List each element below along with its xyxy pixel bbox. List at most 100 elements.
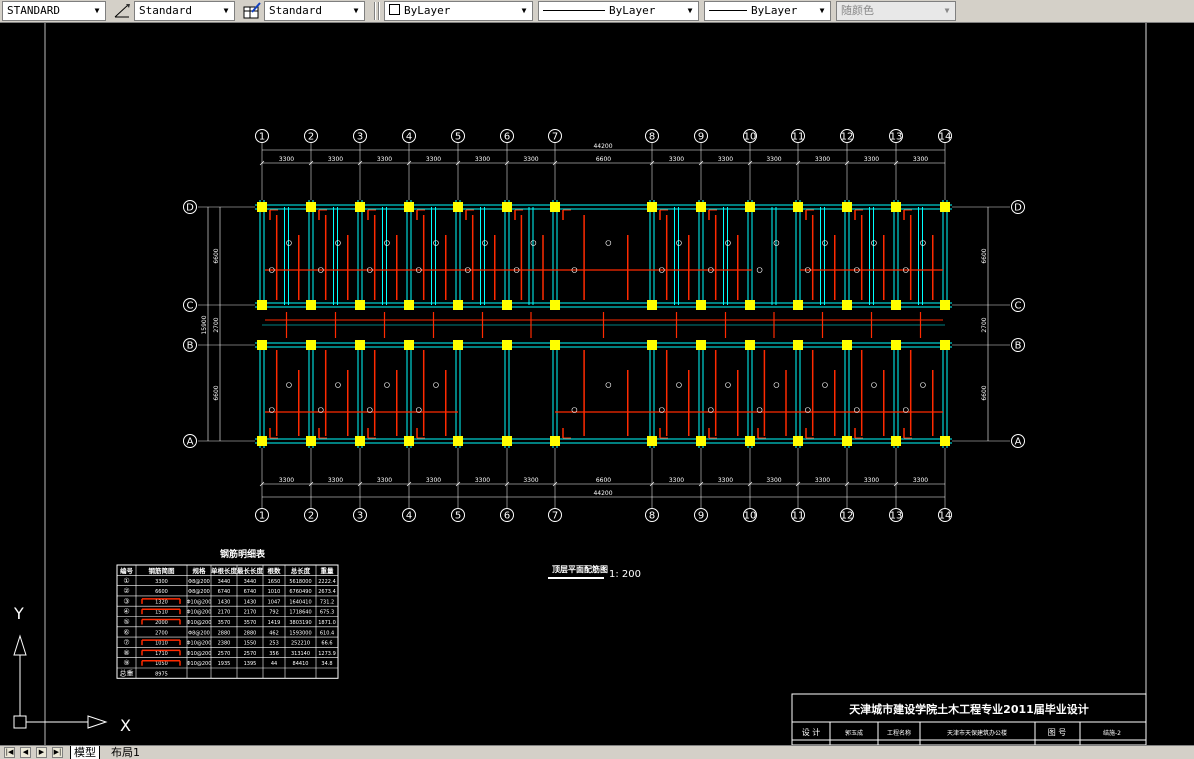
span-dim-top: 6600 bbox=[596, 156, 611, 163]
table-cell: 2570 bbox=[244, 651, 257, 657]
axis-left-label: A bbox=[187, 437, 194, 448]
table-cell: Φ10@200 bbox=[187, 620, 212, 626]
dim-tick bbox=[844, 481, 850, 487]
axis-top-label: 4 bbox=[406, 132, 412, 143]
column bbox=[793, 300, 803, 310]
first-tab-button[interactable]: |◀ bbox=[4, 747, 15, 758]
table-style-icon[interactable] bbox=[242, 2, 262, 20]
toolbar-separator bbox=[378, 2, 380, 20]
axis-right-bubble bbox=[1011, 200, 1025, 214]
last-tab-button[interactable]: ▶| bbox=[52, 747, 63, 758]
dimension-style-icon[interactable] bbox=[112, 2, 132, 20]
rebar-marker bbox=[676, 382, 682, 388]
column bbox=[257, 202, 267, 212]
axis-left-bubble bbox=[183, 338, 197, 352]
properties-toolbar: STANDARD ▼ Standard ▼ Standard ▼ ByLayer… bbox=[0, 0, 1194, 23]
rebar-marker bbox=[871, 382, 877, 388]
prev-tab-button[interactable]: ◀ bbox=[20, 747, 31, 758]
plot-style-value: 随颜色 bbox=[841, 4, 874, 17]
axis-bottom-label: 7 bbox=[552, 511, 558, 522]
lineweight-control-dropdown[interactable]: ByLayer ▼ bbox=[704, 1, 831, 21]
text-style-dropdown[interactable]: STANDARD ▼ bbox=[2, 1, 106, 21]
vertical-scroll-area[interactable] bbox=[1170, 23, 1194, 745]
axis-top-label: 11 bbox=[792, 132, 805, 143]
table-cell: 2170 bbox=[218, 610, 231, 616]
axis-top-bubble bbox=[938, 129, 952, 143]
drawing-number-label: 图 号 bbox=[1048, 728, 1067, 737]
tab-layout1[interactable]: 布局1 bbox=[111, 746, 140, 759]
axis-bottom-bubble bbox=[743, 508, 757, 522]
table-cell: 1010 bbox=[268, 589, 281, 595]
table-cell: ④ bbox=[123, 608, 129, 616]
table-style-dropdown[interactable]: Standard ▼ bbox=[264, 1, 365, 21]
table-cell: 1510 bbox=[155, 610, 168, 616]
axis-bottom-label: 11 bbox=[792, 511, 805, 522]
column bbox=[940, 202, 950, 212]
linetype-control-value: ByLayer bbox=[609, 4, 656, 17]
column bbox=[793, 340, 803, 350]
span-dim-bottom: 3300 bbox=[475, 477, 490, 484]
dim-tick bbox=[747, 481, 753, 487]
tab-model[interactable]: 模型 bbox=[70, 746, 100, 759]
column bbox=[745, 340, 755, 350]
column bbox=[891, 340, 901, 350]
rebar-marker bbox=[658, 267, 665, 273]
table-cell: 6740 bbox=[218, 589, 231, 595]
column bbox=[306, 436, 316, 446]
project-label: 工程名称 bbox=[887, 729, 911, 737]
next-tab-button[interactable]: ▶ bbox=[36, 747, 47, 758]
column bbox=[453, 436, 463, 446]
axis-top-label: 13 bbox=[890, 132, 903, 143]
axis-top-bubble bbox=[402, 129, 416, 143]
table-cell: Φ10@200 bbox=[187, 610, 212, 616]
table-header-cell: 重量 bbox=[321, 566, 335, 575]
table-cell: 2000 bbox=[155, 620, 168, 626]
rebar-marker bbox=[366, 407, 373, 413]
column bbox=[257, 300, 267, 310]
axis-top-bubble bbox=[694, 129, 708, 143]
span-dim-top: 3300 bbox=[669, 156, 684, 163]
column bbox=[404, 202, 414, 212]
column bbox=[842, 300, 852, 310]
axis-top-label: 10 bbox=[744, 132, 757, 143]
span-dim-top: 3300 bbox=[475, 156, 490, 163]
span-dim-bottom: 3300 bbox=[815, 477, 830, 484]
plan-scale: 1: 200 bbox=[609, 569, 641, 580]
axis-bottom-bubble bbox=[840, 508, 854, 522]
column bbox=[453, 202, 463, 212]
rebar-marker bbox=[707, 407, 714, 413]
axis-top-label: 9 bbox=[698, 132, 704, 143]
rebar-marker bbox=[920, 382, 926, 388]
rebar-marker bbox=[773, 240, 780, 246]
table-cell: 34.8 bbox=[321, 661, 332, 667]
dim-tick bbox=[552, 160, 558, 166]
rebar-marker bbox=[268, 267, 275, 273]
linetype-control-dropdown[interactable]: ByLayer ▼ bbox=[538, 1, 699, 21]
column bbox=[453, 340, 463, 350]
rebar-marker bbox=[415, 407, 422, 413]
plot-style-dropdown[interactable]: 随颜色 ▼ bbox=[836, 1, 956, 21]
rebar-marker bbox=[804, 267, 811, 273]
dimension-style-value: Standard bbox=[139, 4, 192, 17]
chevron-down-icon: ▼ bbox=[521, 6, 527, 15]
column bbox=[355, 300, 365, 310]
axis-top-bubble bbox=[840, 129, 854, 143]
axis-bottom-bubble bbox=[304, 508, 318, 522]
column bbox=[306, 300, 316, 310]
column bbox=[696, 436, 706, 446]
dimension-style-dropdown[interactable]: Standard ▼ bbox=[134, 1, 235, 21]
axis-top-bubble bbox=[791, 129, 805, 143]
axis-top-label: 5 bbox=[455, 132, 461, 143]
axis-top-bubble bbox=[743, 129, 757, 143]
span-dim-top: 3300 bbox=[523, 156, 538, 163]
color-control-dropdown[interactable]: ByLayer ▼ bbox=[384, 1, 533, 21]
axis-left-bubble bbox=[183, 434, 197, 448]
table-cell: 313140 bbox=[291, 651, 310, 657]
table-cell: 1640410 bbox=[289, 599, 311, 605]
table-cell: 1050 bbox=[155, 661, 168, 667]
table-cell: ⑤ bbox=[123, 618, 129, 626]
